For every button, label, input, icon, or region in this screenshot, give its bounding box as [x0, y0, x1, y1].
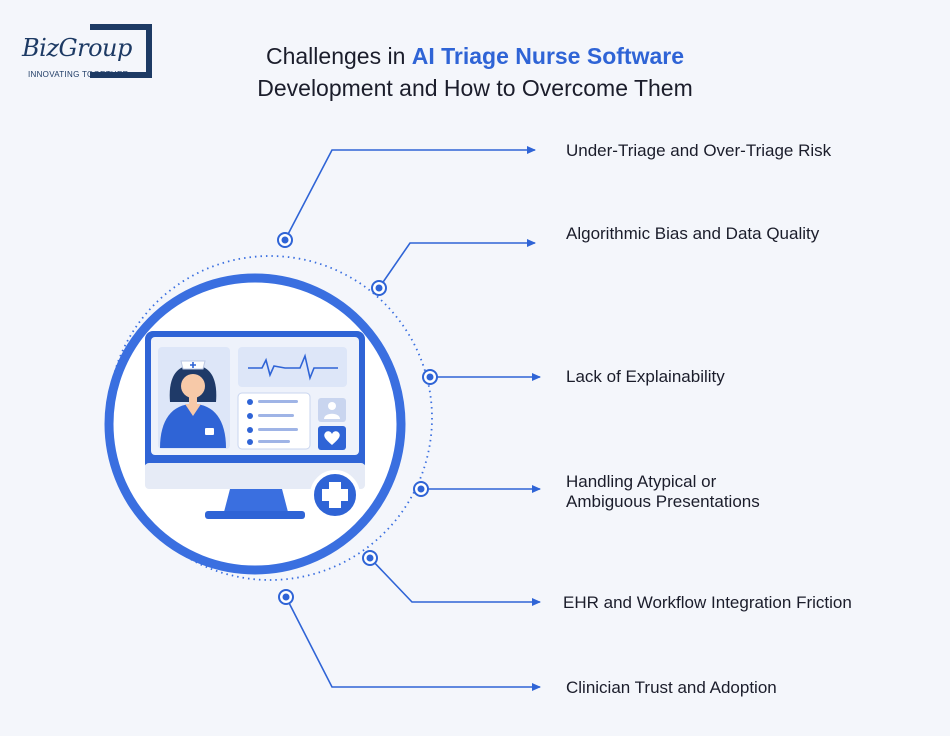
nurse-icon — [160, 360, 226, 448]
anchor-dots — [277, 232, 438, 605]
connector-lines — [284, 146, 541, 691]
title-line-1: Challenges in AI Triage Nurse Software — [190, 40, 760, 72]
title-line-2: Development and How to Overcome Them — [257, 75, 693, 101]
monitor-base — [205, 511, 305, 519]
challenge-3-line-1: Lack of Explainability — [566, 367, 725, 386]
challenge-6-line-1: Clinician Trust and Adoption — [566, 678, 777, 697]
challenge-1: Under-Triage and Over-Triage Risk — [566, 141, 831, 161]
logo-wordmark: BizGroup — [22, 34, 132, 62]
connector-6 — [285, 596, 541, 691]
anchor-dot-1 — [277, 232, 293, 248]
challenge-5-line-1: EHR and Workflow Integration Friction — [563, 593, 852, 612]
ecg-panel — [238, 347, 347, 387]
heart-icon — [324, 431, 340, 445]
heartbeat-line — [248, 353, 338, 381]
challenge-4-line-1: Handling Atypical or — [566, 472, 717, 491]
connector-2 — [378, 239, 536, 289]
monitor-chin — [145, 463, 365, 489]
title-highlight: AI Triage Nurse Software — [411, 43, 684, 69]
challenge-2-line-1: Algorithmic Bias and Data Quality — [566, 224, 820, 243]
challenge-5: EHR and Workflow Integration Friction — [563, 593, 852, 613]
anchor-dot-6 — [278, 589, 294, 605]
bizgroup-logo: BizGroup INNOVATING TOGETHER — [22, 24, 157, 84]
medical-cross-icon — [322, 482, 348, 508]
checklist-items — [247, 399, 298, 445]
logo-tagline: INNOVATING TOGETHER — [28, 70, 129, 79]
connector-5 — [369, 557, 541, 606]
anchor-dot-2 — [371, 280, 387, 296]
challenge-4-line-2: Ambiguous Presentations — [566, 492, 760, 511]
page-title: Challenges in AI Triage Nurse Software D… — [190, 40, 760, 104]
monitor-stand — [224, 489, 288, 512]
patient-icon — [328, 402, 336, 410]
challenge-1-line-1: Under-Triage and Over-Triage Risk — [566, 141, 832, 160]
anchor-dot-4 — [413, 481, 429, 497]
challenge-4: Handling Atypical or Ambiguous Presentat… — [566, 472, 760, 512]
anchor-dot-5 — [362, 550, 378, 566]
dotted-ring — [107, 255, 433, 581]
monitor-illustration — [104, 273, 406, 575]
anchor-dot-3 — [422, 369, 438, 385]
challenge-3: Lack of Explainability — [566, 367, 725, 387]
challenge-6: Clinician Trust and Adoption — [566, 678, 777, 698]
title-prefix: Challenges in — [265, 43, 412, 69]
checklist-panel — [237, 392, 311, 450]
challenge-2: Algorithmic Bias and Data Quality — [566, 224, 819, 244]
logo-frame — [90, 24, 152, 78]
connector-1 — [284, 146, 536, 241]
